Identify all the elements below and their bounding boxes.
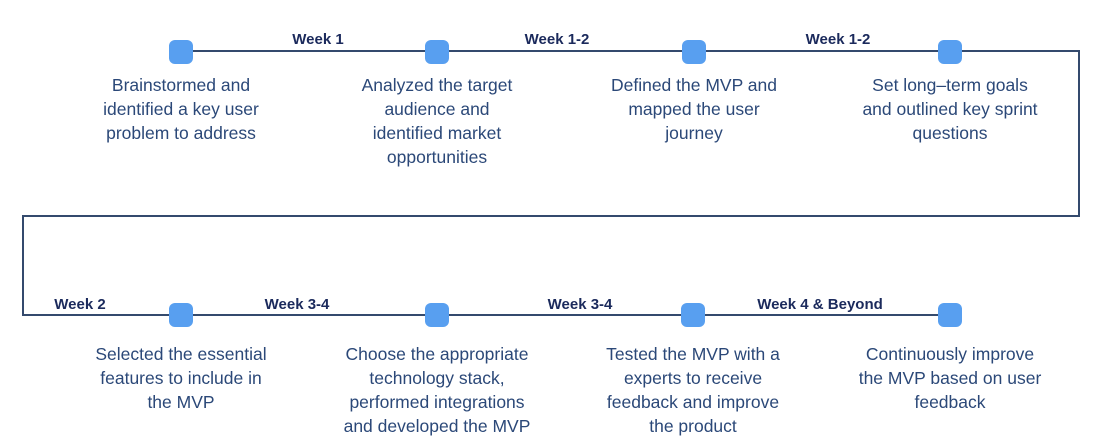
milestone-description: Selected the essential features to inclu…	[95, 344, 267, 412]
milestone-marker-icon	[681, 303, 705, 327]
timeline-connector-middle	[22, 215, 1080, 217]
milestone-marker-icon	[425, 40, 449, 64]
milestone-marker-icon	[682, 40, 706, 64]
milestone-description: Analyzed the target audience and identif…	[361, 75, 513, 167]
milestone-description: Defined the MVP and mapped the user jour…	[610, 75, 778, 143]
timeline-connector-row2	[22, 314, 945, 316]
milestone-description: Tested the MVP with a experts to receive…	[606, 344, 780, 436]
milestone-marker-icon	[425, 303, 449, 327]
week-label: Week 1-2	[805, 31, 871, 48]
timeline-connector-right-vertical	[1078, 50, 1080, 217]
milestone-description: Continuously improve the MVP based on us…	[858, 344, 1042, 412]
milestone-marker-icon	[938, 303, 962, 327]
milestone-marker-icon	[169, 40, 193, 64]
week-label: Week 3-4	[547, 296, 613, 313]
milestone-marker-icon	[169, 303, 193, 327]
timeline-connector-row1	[175, 50, 1080, 52]
milestone-description: Brainstormed and identified a key user p…	[103, 75, 259, 143]
week-label: Week 3-4	[264, 296, 330, 313]
week-label: Week 4 & Beyond	[757, 296, 883, 313]
week-label: Week 2	[54, 296, 106, 313]
week-label: Week 1	[292, 31, 344, 48]
week-label: Week 1-2	[524, 31, 590, 48]
milestone-marker-icon	[938, 40, 962, 64]
milestone-description: Choose the appropriate technology stack,…	[343, 344, 531, 436]
milestone-description: Set long–term goals and outlined key spr…	[862, 75, 1038, 143]
timeline-connector-left-vertical	[22, 215, 24, 316]
